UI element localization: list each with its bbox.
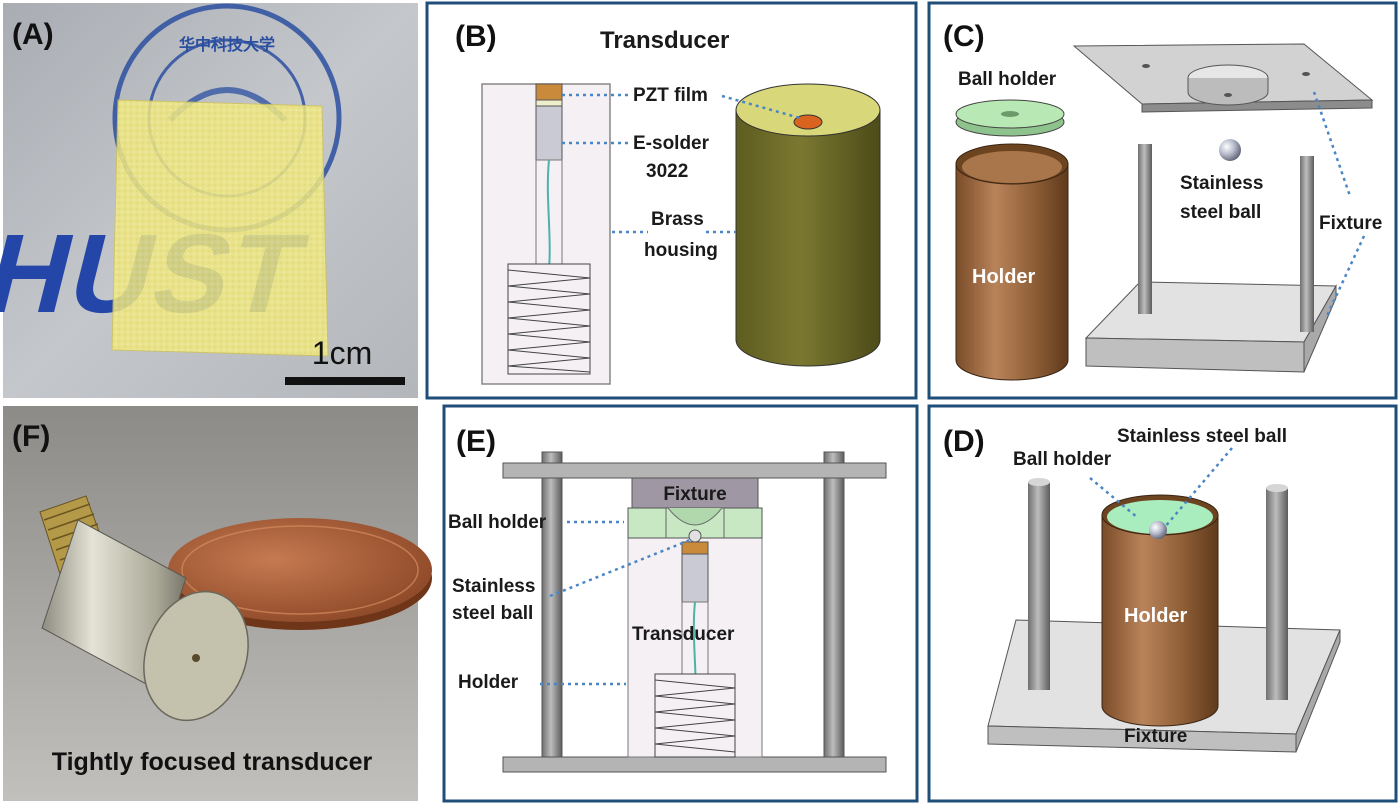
panel-a-label: (A) [12, 18, 54, 51]
e-fixture-boss [631, 477, 759, 509]
ball-holder-disc [955, 99, 1065, 137]
label-e-ball-holder: Ball holder [448, 512, 547, 533]
panel-b-title: Transducer [600, 27, 729, 54]
fixture-rod-left [1138, 144, 1152, 314]
label-brass: Brass [651, 209, 704, 230]
label-e-solder-3022: 3022 [646, 161, 688, 182]
fixture-base-plate [1084, 281, 1337, 373]
label-d-holder: Holder [1124, 605, 1188, 627]
label-ball-holder: Ball holder [958, 69, 1057, 90]
panel-d-frame [927, 404, 1398, 803]
transducer-cross-section [481, 83, 611, 385]
stainless-steel-ball [1219, 139, 1241, 161]
panel-a: 华中科技大学 HUST 1cm (A) [0, 3, 418, 398]
label-stainless: Stainless [1180, 173, 1263, 194]
d-steel-ball [1149, 521, 1167, 539]
holder-cylinder [955, 143, 1069, 381]
panel-b-frame [425, 1, 918, 400]
panel-e: (E) Fixture Ball holder Stainless steel … [442, 404, 919, 803]
panel-f-label: (F) [12, 420, 50, 453]
panel-e-label: (E) [456, 425, 496, 458]
panel-c: (C) Ball ho [927, 1, 1398, 400]
label-e-fixture: Fixture [663, 484, 726, 505]
panel-b-label: (B) [455, 20, 497, 53]
d-holder-cylinder [1101, 494, 1219, 727]
panel-f-caption: Tightly focused transducer [52, 748, 373, 776]
e-rod-left [541, 451, 563, 761]
pzt-film-sample [111, 99, 329, 357]
transducer-top-face [735, 83, 881, 137]
label-fixture: Fixture [1319, 213, 1382, 234]
label-housing: housing [644, 240, 718, 261]
label-holder: Holder [972, 266, 1036, 288]
label-e-stainless: Stainless [452, 576, 535, 597]
label-pzt-film: PZT film [633, 85, 708, 106]
label-e-solder: E-solder [633, 133, 710, 154]
label-e-transducer: Transducer [632, 624, 735, 645]
label-d-stainless: Stainless steel ball [1117, 426, 1287, 447]
fixture-rod-right [1300, 156, 1314, 332]
e-top-plate [502, 462, 887, 479]
transducer-3d-cylinder [735, 83, 881, 367]
label-e-steel-ball: steel ball [452, 603, 533, 624]
e-steel-ball [688, 529, 702, 543]
scale-bar-label: 1cm [312, 335, 372, 371]
panel-c-label: (C) [943, 20, 985, 53]
label-e-holder: Holder [458, 672, 519, 693]
panel-d: (D) Stainless steel ball Ball holder Hol… [927, 404, 1398, 803]
scale-bar [285, 377, 405, 385]
panel-f: (F) Tightly focused transducer [3, 406, 432, 801]
transducer-photo [39, 495, 249, 722]
panel-b: (B) Transducer PZT film E-solder 3022 Br… [425, 1, 918, 400]
label-steel-ball: steel ball [1180, 202, 1261, 223]
e-bottom-plate [502, 756, 887, 773]
seal-text: 华中科技大学 [179, 35, 275, 54]
panel-c-frame [927, 1, 1398, 400]
panel-e-frame [442, 404, 919, 803]
fixture-top-plate [1072, 43, 1374, 113]
label-d-ball-holder: Ball holder [1013, 449, 1112, 470]
panel-d-label: (D) [943, 425, 985, 458]
leader-fixture-bottom [1324, 235, 1366, 319]
leader-fixture-top [1312, 91, 1352, 197]
d-rod-left [1028, 478, 1050, 690]
pzt-film-dot [793, 114, 823, 130]
d-rod-right [1266, 484, 1288, 700]
d-ball-holder-top [1107, 500, 1213, 534]
label-d-fixture: Fixture [1124, 726, 1187, 747]
e-rod-right [823, 451, 845, 761]
